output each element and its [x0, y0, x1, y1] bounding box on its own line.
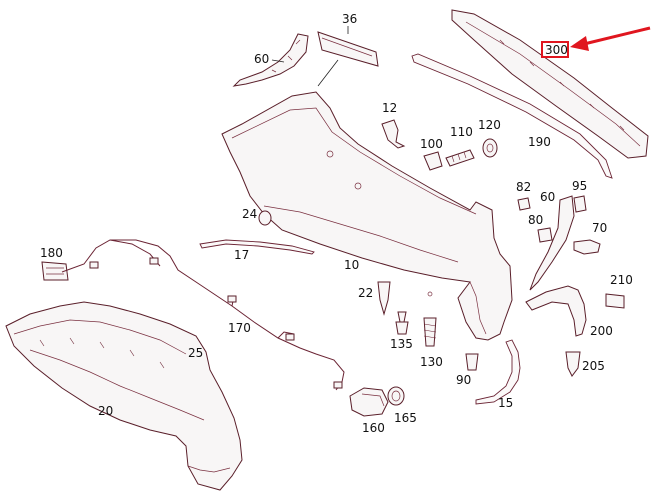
part-300-spoiler-strip — [451, 9, 649, 159]
part-12-clip — [381, 119, 406, 149]
callout-80: 80 — [528, 213, 543, 227]
callout-200: 200 — [590, 324, 613, 338]
part-15-trim-strip — [475, 339, 521, 405]
part-190-trim-strip — [411, 53, 613, 179]
part-130-bolt — [423, 317, 437, 347]
part-22-plug — [377, 281, 391, 316]
callout-135: 135 — [390, 337, 413, 351]
part-180-sensor-module — [41, 261, 69, 281]
callout-70: 70 — [592, 221, 607, 235]
callout-36: 36 — [342, 12, 357, 26]
callout-170: 170 — [228, 321, 251, 335]
callout-24: 24 — [242, 207, 257, 221]
part-210-connector — [605, 293, 625, 309]
callout-12: 12 — [382, 101, 397, 115]
callout-60-upper: 60 — [254, 52, 269, 66]
part-205-clip — [565, 351, 581, 377]
callout-205: 205 — [582, 359, 605, 373]
highlight-box-300 — [541, 41, 569, 58]
part-170-wiring-harness — [61, 239, 345, 391]
part-10-bumper-cover — [221, 91, 513, 341]
part-95-fastener — [573, 195, 587, 213]
part-100-fastener — [423, 151, 443, 171]
part-60-bracket-left — [232, 33, 309, 87]
part-135-clip — [395, 311, 409, 335]
callout-17: 17 — [234, 248, 249, 262]
callout-160: 160 — [362, 421, 385, 435]
callout-95: 95 — [572, 179, 587, 193]
part-90-clip — [465, 353, 479, 371]
callout-10: 10 — [344, 258, 359, 272]
callout-100: 100 — [420, 137, 443, 151]
part-70-screw — [573, 239, 601, 255]
callout-110: 110 — [450, 125, 473, 139]
part-24-clip — [258, 210, 272, 226]
part-165-ring — [387, 386, 405, 406]
callout-190: 190 — [528, 135, 551, 149]
callout-15: 15 — [498, 396, 513, 410]
part-60-bracket-right — [529, 195, 575, 291]
part-82-nut — [517, 197, 531, 211]
part-20-diffuser — [5, 301, 243, 491]
highlight-arrow — [570, 26, 651, 51]
part-160-sensor — [349, 387, 389, 417]
callout-210: 210 — [610, 273, 633, 287]
part-36-trim-panel — [317, 31, 379, 67]
callout-120: 120 — [478, 118, 501, 132]
callout-165: 165 — [394, 411, 417, 425]
part-120-grommet — [482, 138, 498, 158]
callout-90: 90 — [456, 373, 471, 387]
callout-180: 180 — [40, 246, 63, 260]
callout-130: 130 — [420, 355, 443, 369]
callout-25: 25 — [188, 346, 203, 360]
callout-20: 20 — [98, 404, 113, 418]
callout-22: 22 — [358, 286, 373, 300]
part-110-screw — [445, 149, 475, 167]
part-80-fastener — [537, 227, 553, 243]
callout-60-right: 60 — [540, 190, 555, 204]
part-17-molding — [199, 239, 315, 255]
callout-300: 300 — [545, 43, 568, 57]
callout-82: 82 — [516, 180, 531, 194]
part-200-arch-trim — [525, 285, 587, 337]
